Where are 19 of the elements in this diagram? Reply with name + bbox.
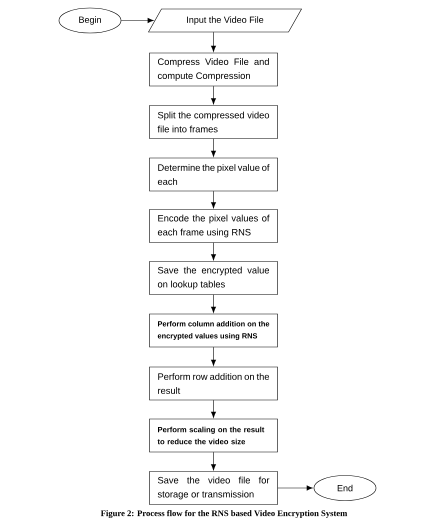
arrow: [210, 347, 216, 366]
arrow: [210, 294, 216, 313]
figure-caption: Figure 2: Process flow for the RNS based Video Encryption System: [100, 510, 348, 518]
arrow: [210, 400, 216, 418]
arrow: [210, 191, 216, 208]
arrow: [210, 452, 216, 470]
arrow: [278, 486, 313, 491]
process-box: Perform row addition on the result: [149, 366, 278, 400]
arrow: [210, 138, 216, 157]
arrow: [121, 18, 154, 24]
process-box: Determine the pixel value of each: [149, 158, 278, 192]
arrow: [210, 32, 216, 52]
process-box: Save the encrypted value on lookup tables: [149, 261, 278, 295]
arrow: [210, 86, 216, 104]
process-box: Split the compressed video file into frames: [149, 105, 278, 139]
arrow: [210, 242, 216, 260]
process-box: Encode the pixel values of each frame using RNS: [149, 209, 278, 243]
process-box: Save the video file for storage or transmission: [149, 471, 278, 505]
process-box: Compress Video File and compute Compression: [149, 52, 278, 86]
